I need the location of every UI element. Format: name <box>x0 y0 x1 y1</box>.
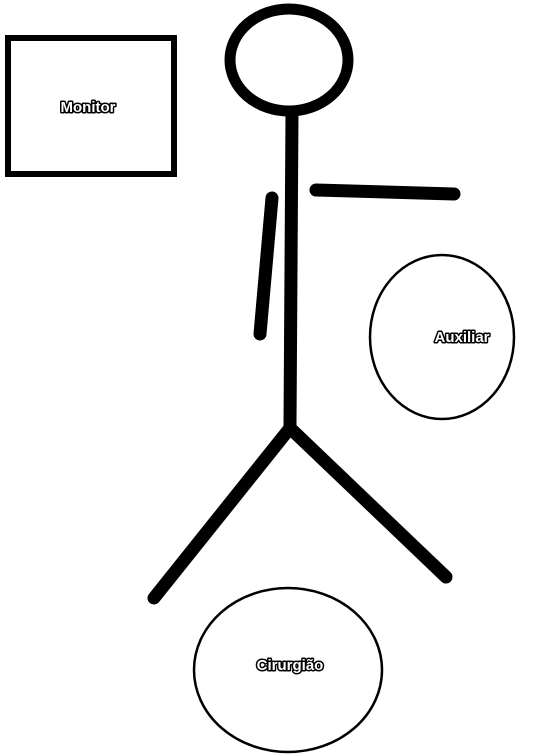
person-right-leg <box>290 428 446 577</box>
person-left-leg <box>154 428 290 598</box>
auxiliar-label: Auxiliar <box>434 329 489 346</box>
person-head <box>230 9 348 111</box>
person-stick-figure <box>154 9 454 598</box>
person-right-arm <box>316 190 454 194</box>
cirurgiao: Cirurgião <box>194 588 382 752</box>
cirurgiao-label: Cirurgião <box>257 657 324 674</box>
person-left-arm <box>260 198 272 334</box>
auxiliar: Auxiliar <box>370 255 514 419</box>
monitor-label: Monitor <box>61 99 116 116</box>
person-body <box>290 112 292 425</box>
monitor: Monitor <box>8 38 174 174</box>
